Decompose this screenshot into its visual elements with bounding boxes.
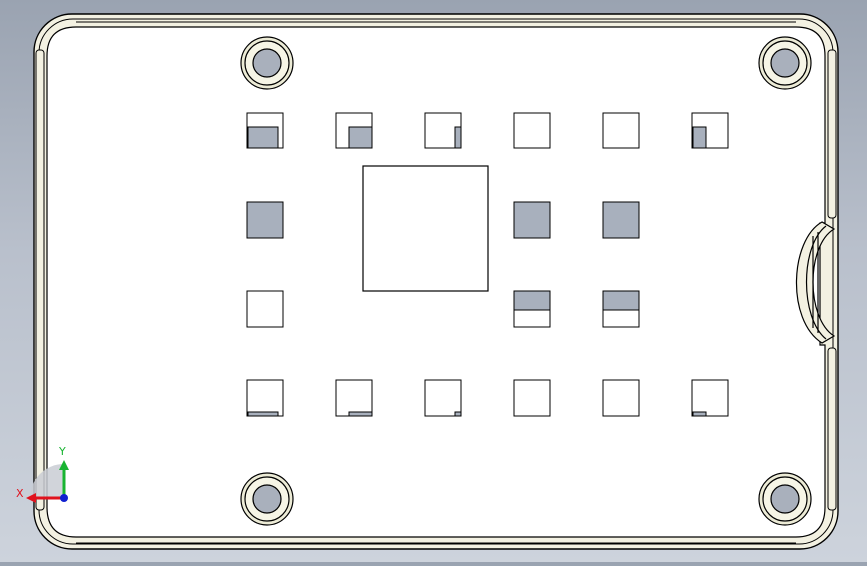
slot-r4-c5 xyxy=(602,379,640,417)
mount-hole-top-left xyxy=(240,36,294,90)
mounting-bosses xyxy=(240,36,812,526)
triad-x-label: X xyxy=(16,487,24,500)
slot-r3-c1 xyxy=(246,290,284,328)
right-side-notch xyxy=(795,221,836,344)
slot-r4-c6 xyxy=(691,379,729,417)
left-wall-strip xyxy=(35,49,45,511)
slot-r3-c4 xyxy=(513,290,551,328)
slot-r1-c3 xyxy=(424,112,462,149)
center-square-opening xyxy=(362,165,489,292)
triad-y-arrowhead xyxy=(59,460,69,470)
mount-hole-bottom-right xyxy=(758,472,812,526)
mount-hole-top-right xyxy=(758,36,812,90)
slot-r4-c4 xyxy=(513,379,551,417)
triad-x-arrowhead xyxy=(26,493,36,503)
mount-hole-bottom-left xyxy=(240,472,294,526)
slot-r2-c5 xyxy=(602,201,640,239)
triad-plane-shading xyxy=(30,464,64,498)
triad-origin xyxy=(60,494,68,502)
slot-r4-c2 xyxy=(335,379,373,417)
slot-r1-c2 xyxy=(335,112,373,149)
slot-r2-c4 xyxy=(513,201,551,239)
slot-r2-c1 xyxy=(246,201,284,239)
triad-y-label: Y xyxy=(58,445,66,458)
slot-r1-c1 xyxy=(246,112,284,149)
slot-r1-c5 xyxy=(602,112,640,149)
right-wall-strip xyxy=(827,49,837,219)
square-slots xyxy=(246,112,729,417)
slot-r1-c4 xyxy=(513,112,551,149)
side-wall-details xyxy=(35,21,837,544)
coordinate-triad[interactable]: Y X xyxy=(16,445,69,503)
slot-r4-c1 xyxy=(246,379,284,417)
slot-r3-c5 xyxy=(602,290,640,328)
right-wall-strip-lower xyxy=(827,347,837,511)
slot-r4-c3 xyxy=(424,379,462,417)
slot-r1-c6 xyxy=(691,112,729,149)
